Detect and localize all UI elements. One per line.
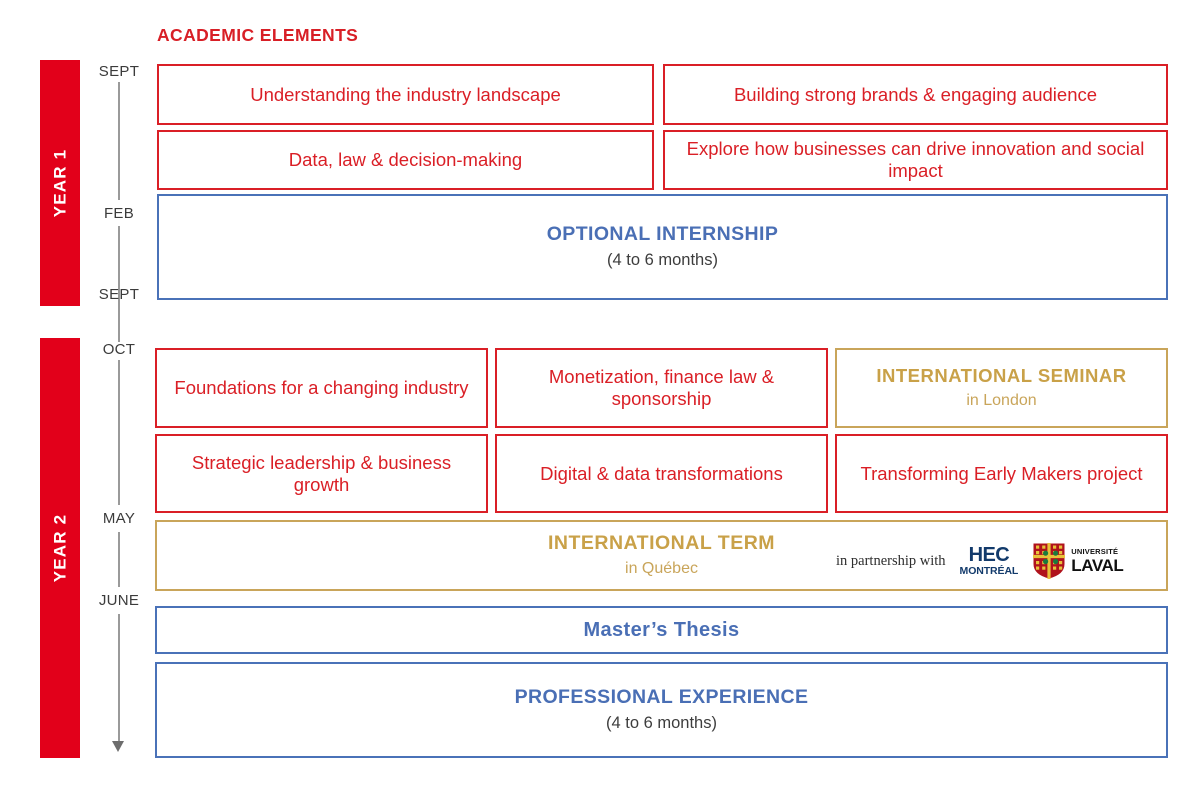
year-1-month-axis: SEPT FEB SEPT [88,56,154,342]
box-optional-internship[interactable]: OPTIONAL INTERNSHIP (4 to 6 months) [157,194,1168,300]
timeline-arrow-icon [112,741,124,752]
hec-montreal-logo: HEC MONTRÉAL [960,545,1019,577]
laval-crest-icon [1032,542,1066,580]
box-title: Strategic leadership & business growth [191,451,452,495]
box-subtitle: (4 to 6 months) [607,250,718,269]
axis-line-segment [118,532,120,587]
box-title: Transforming Early Makers project [860,462,1143,484]
box-international-seminar[interactable]: INTERNATIONAL SEMINAR in London [835,348,1168,428]
month-label-oct: OCT [102,341,136,358]
month-label-june: JUNE [98,592,140,609]
box-title: Data, law & decision-making [288,149,523,171]
box-title: PROFESSIONAL EXPERIENCE [514,685,809,708]
hec-logo-line2: MONTRÉAL [959,565,1019,578]
box-masters-thesis[interactable]: Master’s Thesis [155,606,1168,654]
laval-logo-line2: LAVAL [1071,555,1124,575]
box-title: Monetization, finance law & sponsorship [548,366,775,409]
year-1-label: YEAR 1 [50,148,70,218]
box-title: Digital & data transformations [540,462,783,484]
partnership-label: in partnership with [836,552,946,569]
box-title: Explore how businesses can drive innovat… [686,138,1145,181]
box-professional-experience[interactable]: PROFESSIONAL EXPERIENCE (4 to 6 months) [155,662,1168,758]
axis-line-segment [118,360,120,505]
box-title: Understanding the industry landscape [250,83,561,105]
box-title: Foundations for a changing industry [174,377,469,399]
box-digital-data-transformations[interactable]: Digital & data transformations [495,434,828,513]
year-2-label: YEAR 2 [50,513,70,583]
box-title: INTERNATIONAL SEMINAR [876,364,1127,386]
axis-line-segment [118,226,120,342]
laval-logo-text: UNIVERSITÉ LAVAL [1071,547,1124,575]
year-2-month-axis: OCT MAY JUNE [88,334,154,762]
axis-line-segment [118,614,120,744]
month-label-sept-start: SEPT [98,63,140,80]
box-international-term[interactable]: INTERNATIONAL TERM in Québec [155,520,1168,591]
month-label-may: MAY [102,510,136,527]
box-title: Building strong brands & engaging audien… [733,83,1098,105]
box-subtitle: in Québec [625,560,698,578]
box-subtitle: (4 to 6 months) [606,713,717,732]
box-monetization-finance-law[interactable]: Monetization, finance law & sponsorship [495,348,828,428]
box-title: OPTIONAL INTERNSHIP [546,222,779,245]
month-label-sept-end: SEPT [98,286,140,303]
year-2-rail: YEAR 2 [40,338,80,758]
page-title: ACADEMIC ELEMENTS [157,25,359,45]
box-data-law-decision-making[interactable]: Data, law & decision-making [157,130,654,190]
year-1-rail: YEAR 1 [40,60,80,306]
box-title: INTERNATIONAL TERM [547,531,776,554]
box-transforming-early-makers[interactable]: Transforming Early Makers project [835,434,1168,513]
box-title: Master’s Thesis [583,619,740,641]
laval-logo-line1: UNIVERSITÉ [1071,547,1119,557]
hec-logo-line1: HEC [968,544,1010,567]
box-subtitle: in London [966,392,1037,410]
universite-laval-logo: UNIVERSITÉ LAVAL [1032,542,1124,580]
month-label-feb: FEB [103,205,135,222]
box-foundations-changing-industry[interactable]: Foundations for a changing industry [155,348,488,428]
box-building-strong-brands[interactable]: Building strong brands & engaging audien… [663,64,1168,125]
box-understanding-industry-landscape[interactable]: Understanding the industry landscape [157,64,654,125]
box-explore-businesses-innovation[interactable]: Explore how businesses can drive innovat… [663,130,1168,190]
axis-line-segment [118,82,120,200]
partnership-cluster: in partnership with HEC MONTRÉAL [836,542,1124,580]
box-strategic-leadership[interactable]: Strategic leadership & business growth [155,434,488,513]
